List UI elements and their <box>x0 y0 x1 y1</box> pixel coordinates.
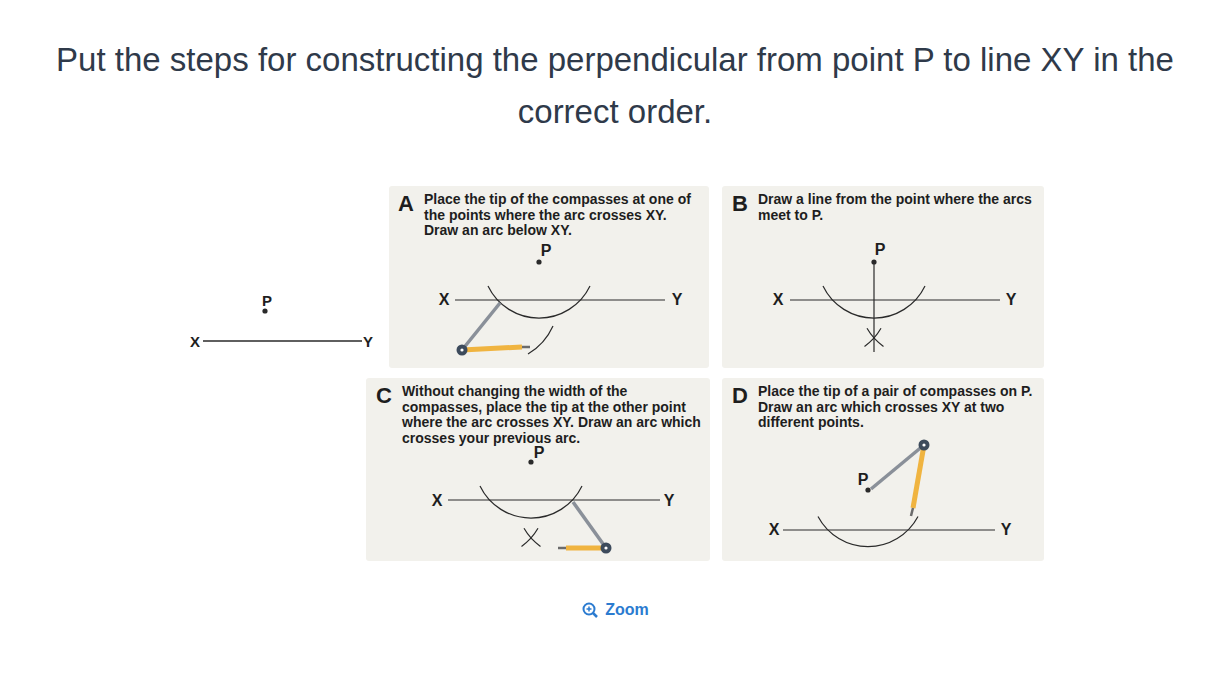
compass-pivot <box>604 546 607 549</box>
arc <box>528 326 553 354</box>
point-label: Y <box>672 292 683 308</box>
line-xy <box>448 499 660 500</box>
point-dot <box>865 487 870 492</box>
line-xy <box>455 299 665 300</box>
step-instruction: Draw a line from the point where the arc… <box>758 191 1038 223</box>
point-label: Y <box>1006 292 1017 308</box>
point-label: P <box>262 293 272 308</box>
point-label: X <box>432 493 443 509</box>
point-label: P <box>541 243 552 259</box>
compass-hinge <box>457 345 468 356</box>
step-letter: A <box>398 191 424 217</box>
compass-pivot <box>922 443 925 446</box>
step-card: APlace the tip of the compasses at one o… <box>389 186 709 368</box>
point-label: X <box>190 334 200 349</box>
point-label: P <box>534 445 545 461</box>
step-instruction: Without changing the width of the compas… <box>402 383 704 446</box>
magnifier-lens <box>584 604 595 615</box>
card-background <box>722 186 1044 368</box>
point-dot <box>528 459 533 464</box>
arc <box>867 328 884 346</box>
pencil-tip <box>558 547 566 550</box>
point-label: X <box>439 292 450 308</box>
compass-pivot <box>460 348 463 351</box>
card-backgrounds <box>366 186 1044 561</box>
step-letter: D <box>732 383 758 409</box>
compass-hinge <box>601 543 612 554</box>
point-label: Y <box>664 493 675 509</box>
line-xy <box>203 340 362 341</box>
magnifier-plus <box>588 607 590 612</box>
compass-pencil <box>566 546 606 551</box>
point-label: Y <box>363 334 373 349</box>
card-background <box>389 186 709 368</box>
arc <box>818 517 918 547</box>
pencil-tip <box>522 346 530 349</box>
point-label: X <box>773 292 784 308</box>
compass-pencil <box>462 347 522 350</box>
step-card: BDraw a line from the point where the ar… <box>722 186 1044 368</box>
magnifier-handle <box>593 613 597 617</box>
zoom-icon <box>584 604 598 618</box>
step-letter: C <box>376 383 402 409</box>
arc <box>488 286 590 318</box>
compass-pencil <box>913 445 924 508</box>
point-dot <box>262 308 267 313</box>
line-xy <box>790 299 1000 300</box>
zoom-link: Zoom <box>605 602 649 618</box>
step-instruction: Place the tip of a pair of compasses on … <box>758 383 1038 431</box>
arc <box>480 486 582 518</box>
point-label: X <box>769 522 780 538</box>
card-background <box>722 378 1044 561</box>
arc <box>524 528 541 546</box>
line-xy <box>783 529 995 530</box>
figure-a <box>455 259 665 355</box>
point-label: P <box>875 242 886 258</box>
step-card: CWithout changing the width of the compa… <box>366 378 710 561</box>
perpendicular-line <box>873 262 874 352</box>
point-dot <box>536 259 541 264</box>
figure-b <box>790 259 1000 352</box>
pencil-tip <box>911 508 913 516</box>
question-title: Put the steps for constructing the perpe… <box>20 34 1210 138</box>
card-background <box>366 378 710 561</box>
figure-c <box>448 459 660 553</box>
point-label: P <box>858 472 869 488</box>
compass-hinge <box>919 440 930 451</box>
step-instruction: Place the tip of the compasses at one of… <box>424 191 703 239</box>
point-label: Y <box>1001 522 1012 538</box>
figure-d <box>783 440 995 547</box>
compass-leg <box>573 502 606 548</box>
compass-leg <box>462 303 500 350</box>
main-figure <box>203 308 362 341</box>
step-letter: B <box>732 191 758 217</box>
